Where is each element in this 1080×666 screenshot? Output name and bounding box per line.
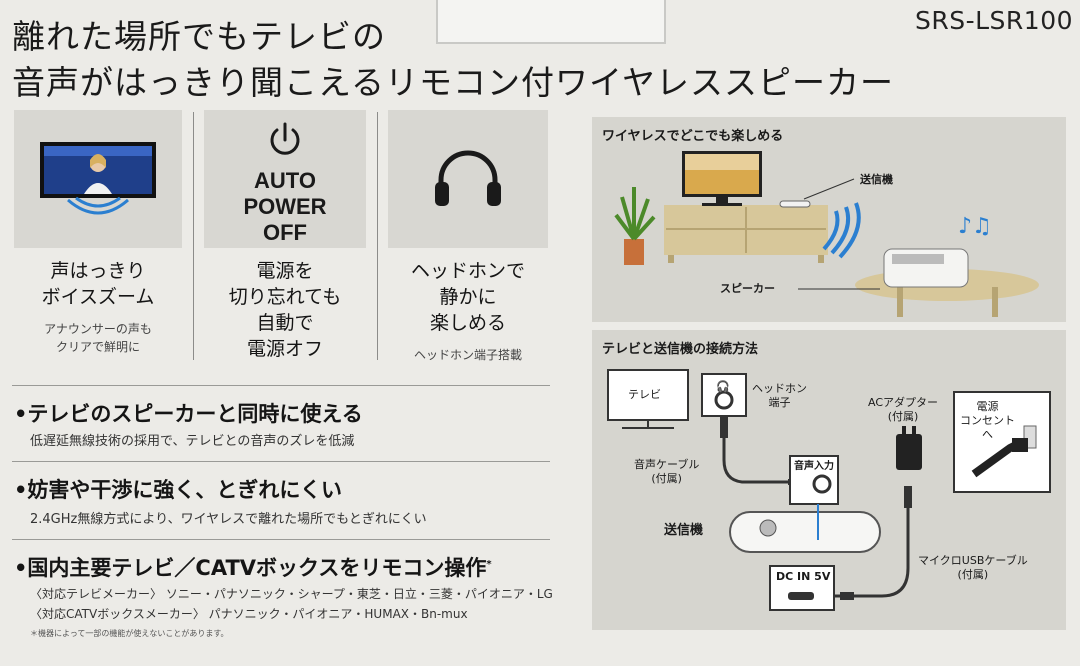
bullet-simultaneous-desc: 低遅延無線技術の採用で、テレビとの音声のズレを低減 (30, 434, 355, 449)
bullet-remote-title-mark: * (486, 559, 492, 570)
feature-auto-power-title-4: 電源オフ (246, 338, 323, 360)
transmitter-label: 送信機 (860, 173, 893, 186)
feature-headphone-title-2: 静かに (439, 286, 497, 308)
feature-auto-power-title-2: 切り忘れても (228, 286, 342, 308)
feature-auto-power-image: AUTO POWER OFF (204, 110, 366, 248)
ac-adapter-label-1: ACアダプター (868, 396, 939, 409)
bullet-interference-title: •妨害や干渉に強く、とぎれにくい (14, 478, 343, 502)
feature-voice-zoom-title: 声はっきり ボイスズーム (14, 258, 182, 310)
divider (12, 461, 550, 462)
connection-diagram: 🎧 (607, 369, 1051, 611)
badge-line-1: AUTO (254, 168, 316, 193)
model-number: SRS-LSR100 (915, 6, 1074, 35)
headphones-icon (435, 150, 501, 206)
outlet-label-3: へ (982, 428, 993, 441)
bullet-interference-desc: 2.4GHz無線方式により、ワイヤレスで離れた場所でもとぎれにくい (30, 512, 427, 527)
feature-auto-power-title-1: 電源を (256, 260, 314, 282)
outlet-label-2: コンセント (960, 414, 1015, 427)
usb-cable-label-2: (付属) (957, 568, 989, 581)
headline-line-1: 離れた場所でもテレビの (12, 17, 386, 56)
bullet-remote-tv-makers: 〈対応テレビメーカー〉 ソニー・パナソニック・シャープ・東芝・日立・三菱・パイオ… (30, 587, 553, 601)
bullet-remote-title-text: •国内主要テレビ／CATVボックスをリモコン操作 (14, 556, 487, 580)
feature-headphone-title: ヘッドホンで 静かに 楽しめる (388, 258, 548, 336)
feature-headphone-sub: ヘッドホン端子搭載 (413, 348, 522, 362)
svg-text:🎧: 🎧 (716, 380, 730, 393)
power-icon (270, 122, 300, 155)
headline: 離れた場所でもテレビの 音声がはっきり聞こえるリモコン付ワイヤレススピーカー (12, 14, 894, 106)
feature-headphone-title-1: ヘッドホンで (410, 260, 525, 282)
audio-input-label: 音声入力 (794, 461, 834, 472)
divider (377, 112, 378, 360)
feature-headphone-title-3: 楽しめる (429, 312, 506, 334)
outlet-label: 電源 コンセント へ (960, 400, 1015, 442)
audio-cable-label-1: 音声ケーブル (634, 458, 700, 471)
headphone-jack-label: ヘッドホン 端子 (752, 382, 807, 410)
tv-voice-zoom-icon (40, 142, 156, 215)
feature-voice-zoom-sub: アナウンサーの声も クリアで鮮明に (14, 320, 182, 356)
tv-label: テレビ (628, 388, 661, 401)
bullet-simultaneous-title: •テレビのスピーカーと同時に使える (14, 402, 363, 426)
bullet-remote-title: •国内主要テレビ／CATVボックスをリモコン操作* (14, 552, 492, 582)
usb-cable-label: マイクロUSBケーブル (付属) (918, 554, 1028, 582)
transmitter-label: 送信機 (664, 523, 704, 538)
headphone-jack-label-2: 端子 (768, 396, 791, 409)
wireless-panel-title: ワイヤレスでどこでも楽しめる (602, 129, 784, 144)
svg-text:♪♫: ♪♫ (958, 214, 992, 239)
feature-headphone-image (388, 110, 548, 248)
feature-voice-zoom-sub-2: クリアで鮮明に (55, 340, 140, 354)
connection-panel-title: テレビと送信機の接続方法 (602, 342, 759, 357)
badge-line-2: POWER (243, 194, 327, 219)
outlet-label-1: 電源 (976, 400, 999, 413)
feature-voice-zoom-title-1: 声はっきり (50, 260, 146, 282)
living-room-illustration: ♪♫ (614, 151, 1039, 317)
headphone-jack-label-1: ヘッドホン (752, 382, 807, 395)
divider (12, 385, 550, 386)
divider (12, 539, 550, 540)
bullet-remote-catv-makers: 〈対応CATVボックスメーカー〉 パナソニック・パイオニア・HUMAX・Bn-m… (30, 607, 468, 621)
feature-auto-power-title-3: 自動で (256, 312, 314, 334)
badge-line-3: OFF (263, 220, 307, 245)
audio-cable-label: 音声ケーブル (付属) (634, 458, 699, 486)
product-window (436, 0, 666, 44)
feature-voice-zoom-image (14, 110, 182, 248)
auto-power-off-badge: AUTO POWER OFF (204, 168, 366, 246)
wireless-panel: ワイヤレスでどこでも楽しめる ♪♫ 送信機 スピーカー (592, 117, 1066, 322)
feature-voice-zoom-title-2: ボイスズーム (41, 286, 155, 308)
dc-in-label: DC IN 5V (776, 570, 831, 583)
usb-cable-label-1: マイクロUSBケーブル (918, 554, 1028, 567)
audio-cable-label-2: (付属) (651, 472, 682, 485)
speaker-label: スピーカー (720, 282, 775, 295)
feature-voice-zoom-sub-1: アナウンサーの声も (44, 322, 152, 336)
ac-adapter-label-2: (付属) (887, 410, 919, 423)
headline-line-2: 音声がはっきり聞こえるリモコン付ワイヤレススピーカー (12, 63, 895, 102)
bullet-remote-note: ＊機器によって一部の機能が使えないことがあります。 (30, 629, 229, 638)
divider (193, 112, 194, 360)
ac-adapter-label: ACアダプター (付属) (868, 396, 938, 424)
connection-panel: テレビと送信機の接続方法 🎧 テレ (592, 330, 1066, 630)
feature-auto-power-title: 電源を 切り忘れても 自動で 電源オフ (204, 258, 366, 362)
